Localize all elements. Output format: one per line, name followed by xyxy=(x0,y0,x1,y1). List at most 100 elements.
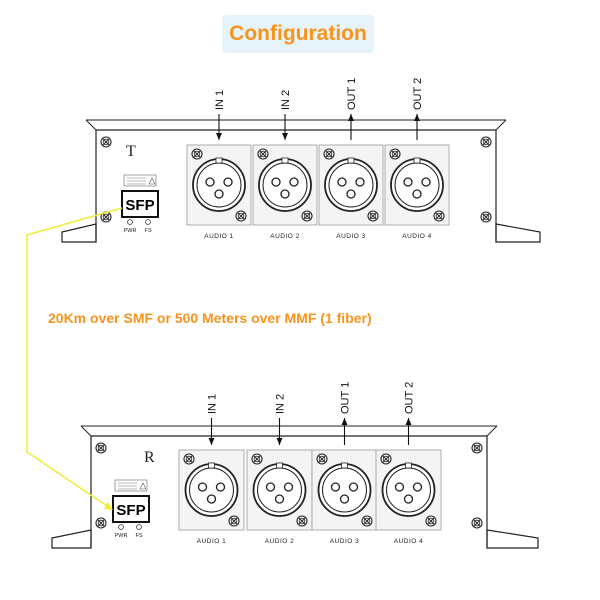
xlr-connector-icon xyxy=(318,144,384,226)
screw-icon xyxy=(389,148,401,160)
xlr-pin xyxy=(223,177,233,187)
arrow-down-icon xyxy=(282,133,288,140)
screw-icon xyxy=(191,148,203,160)
screw-ring xyxy=(230,517,238,525)
screw-ring xyxy=(325,150,333,158)
sfp-port-icon: SFP xyxy=(112,495,150,523)
screw-icon xyxy=(228,515,240,527)
screw-slot xyxy=(427,517,435,525)
warning-label-box xyxy=(123,174,157,187)
warning-triangle xyxy=(148,177,156,185)
xlr-pin xyxy=(337,177,347,187)
screw-ring xyxy=(427,517,435,525)
xlr-pin xyxy=(197,482,208,492)
xlr-pin xyxy=(289,177,299,187)
screw-slot xyxy=(482,213,490,221)
channel-label: OUT 2 xyxy=(404,382,416,414)
xlr-connector-icon xyxy=(186,144,252,226)
xlr-pin xyxy=(214,189,224,199)
screw-slot xyxy=(102,138,110,146)
screw-slot xyxy=(298,517,306,525)
led-indicator xyxy=(136,524,142,530)
screw-icon xyxy=(95,442,107,454)
arrow-down-icon xyxy=(216,133,222,140)
sfp-label: SFP xyxy=(125,197,154,214)
xlr-latch xyxy=(347,157,355,164)
screw-ring xyxy=(369,212,377,220)
screw-icon xyxy=(471,442,483,454)
screw-icon xyxy=(95,517,107,529)
chassis-outline xyxy=(90,435,488,548)
unit-label: T xyxy=(126,143,136,160)
xlr-pin xyxy=(283,482,294,492)
led-label: FS xyxy=(144,228,151,234)
screw-slot xyxy=(325,150,333,158)
channel-label: OUT 1 xyxy=(346,78,358,110)
screw-ring xyxy=(185,455,193,463)
fiber-link-description: 20Km over SMF or 500 Meters over MMF (1 … xyxy=(48,310,372,326)
channel-label: OUT 2 xyxy=(412,78,424,110)
screw-slot xyxy=(369,212,377,220)
xlr-latch xyxy=(215,157,223,164)
screw-icon xyxy=(301,210,313,222)
screw-icon xyxy=(296,515,308,527)
port-label: AUDIO 1 xyxy=(204,233,234,240)
channel-label: OUT 1 xyxy=(340,382,352,414)
led-label: PWR xyxy=(124,228,137,234)
unit-label: R xyxy=(144,449,155,466)
port-label: AUDIO 2 xyxy=(265,538,295,545)
laser-warning-label-icon xyxy=(123,174,157,187)
screw-icon xyxy=(251,453,263,465)
led-indicator xyxy=(127,219,133,225)
xlr-connector-icon xyxy=(178,449,245,531)
xlr-pin xyxy=(205,177,215,187)
screw-ring xyxy=(102,138,110,146)
screw-slot xyxy=(253,455,261,463)
led-indicator xyxy=(145,219,151,225)
xlr-pin xyxy=(206,494,217,504)
screw-icon xyxy=(425,515,437,527)
port-label: AUDIO 1 xyxy=(197,538,227,545)
xlr-connector-icon xyxy=(252,144,318,226)
screw-icon xyxy=(471,517,483,529)
screw-slot xyxy=(259,150,267,158)
channel-label: IN 2 xyxy=(275,394,287,414)
screw-icon xyxy=(100,136,112,148)
screw-slot xyxy=(363,517,371,525)
xlr-inner-ring xyxy=(394,162,440,208)
led-label: FS xyxy=(135,533,142,539)
screw-slot xyxy=(97,519,105,527)
screw-slot xyxy=(391,150,399,158)
screw-icon xyxy=(323,148,335,160)
xlr-pin xyxy=(346,189,356,199)
mounting-flange-right xyxy=(495,223,541,243)
xlr-inner-ring xyxy=(328,162,374,208)
screw-ring xyxy=(482,213,490,221)
led-label: PWR xyxy=(115,533,128,539)
screw-slot xyxy=(102,213,110,221)
screw-icon xyxy=(257,148,269,160)
xlr-inner-ring xyxy=(196,162,242,208)
arrow-up-icon xyxy=(348,114,354,121)
arrow-up-icon xyxy=(341,418,348,425)
xlr-pin xyxy=(274,494,285,504)
screw-icon xyxy=(100,211,112,223)
chassis-corner xyxy=(85,119,97,131)
port-label: AUDIO 4 xyxy=(402,233,432,240)
screw-ring xyxy=(382,455,390,463)
mounting-flange-right xyxy=(486,529,539,549)
fiber-arrow-icon xyxy=(104,502,113,510)
fiber-link-line xyxy=(26,207,123,509)
xlr-connector-icon xyxy=(384,144,450,226)
xlr-latch xyxy=(281,157,289,164)
xlr-inner-ring xyxy=(189,467,234,513)
screw-icon xyxy=(380,453,392,465)
xlr-pin xyxy=(215,482,226,492)
xlr-inner-ring xyxy=(257,467,302,513)
screw-ring xyxy=(298,517,306,525)
xlr-latch xyxy=(276,462,283,469)
screw-slot xyxy=(97,444,105,452)
